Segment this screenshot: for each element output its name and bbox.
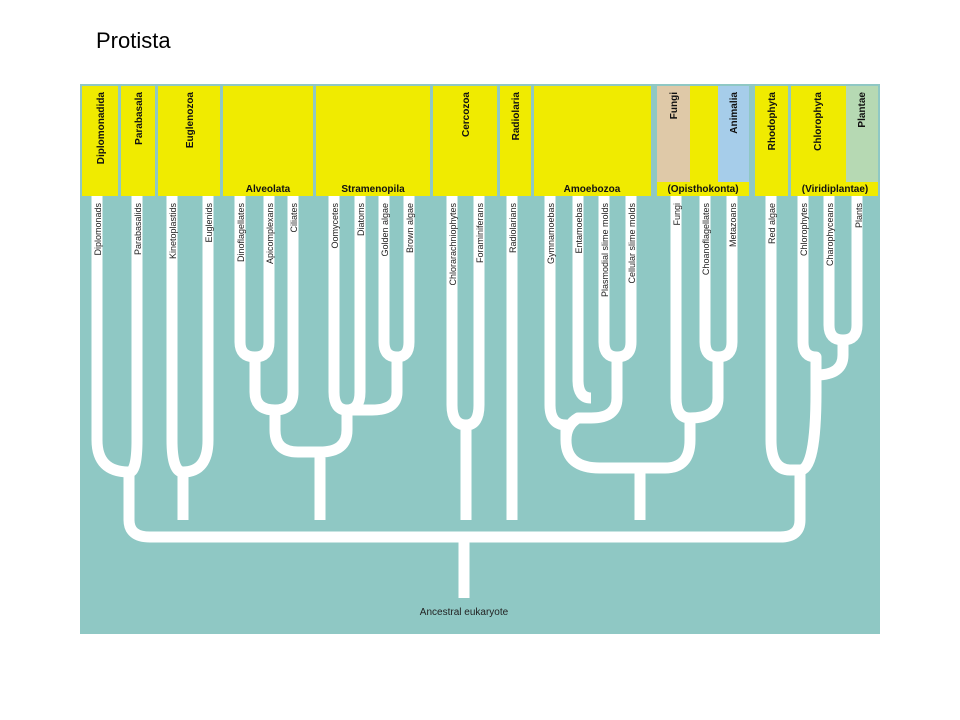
taxon-label-apicomplexans: Apicomplexans	[265, 203, 275, 265]
branch-plants	[842, 196, 863, 346]
group-panel-opisthokonta-band	[657, 182, 749, 196]
taxon-label-radiolarians: Radiolarians	[508, 203, 518, 254]
branch-amoeb-inner	[560, 397, 623, 441]
group-panel-viridiplantae-band	[791, 182, 878, 196]
taxon-label-red-algae: Red algae	[767, 203, 777, 244]
taxon-label-oomycetes: Oomycetes	[330, 203, 340, 249]
branch-alveolata-inner	[249, 391, 281, 430]
branch-alveolata-stem	[269, 429, 320, 458]
group-panel-fungi	[657, 86, 690, 182]
group-label-stramenopila: Stramenopila	[341, 184, 405, 195]
taxon-label-metazoans: Metazoans	[728, 203, 738, 248]
slide-title: Protista	[96, 28, 171, 53]
branch-apicomplexans	[254, 196, 275, 363]
branch-kinetoplastids	[166, 196, 189, 520]
branch-viri-stem	[798, 391, 822, 476]
branch-plasmodial	[598, 196, 623, 398]
taxon-label-golden-algae: Golden algae	[380, 203, 390, 257]
taxon-label-dinoflagellates: Dinoflagellates	[236, 203, 246, 263]
branch-chlorarachniophytes	[446, 196, 472, 520]
group-label-plantae: Plantae	[857, 92, 868, 128]
group-label-radiolaria: Radiolaria	[511, 92, 522, 141]
group-panel-cercozoa	[433, 86, 497, 196]
branch-choanoflagellates	[699, 196, 724, 398]
taxon-label-fungi: Fungi	[672, 203, 682, 226]
taxon-label-diatoms: Diatoms	[356, 203, 366, 237]
branch-opist-stem	[640, 439, 696, 474]
branch-cellular	[616, 196, 637, 363]
group-panel-rhodophyta	[755, 86, 788, 196]
taxon-label-euglenids: Euglenids	[204, 203, 214, 243]
branch-euglenids	[182, 196, 214, 478]
group-panel-amoebozoa	[534, 86, 651, 196]
branch-ciliates	[274, 196, 299, 416]
group-panel-plantae	[846, 86, 878, 182]
taxon-label-parabasalids: Parabasalids	[133, 203, 143, 256]
branch-foraminiferans	[465, 196, 485, 431]
branch-oomycetes	[328, 196, 353, 430]
group-label-fungi: Fungi	[669, 92, 680, 119]
group-label-cercozoa: Cercozoa	[461, 92, 472, 137]
taxon-label-plants: Plants	[854, 203, 864, 229]
taxon-label-foraminiferans: Foraminiferans	[475, 203, 485, 264]
taxon-label-gymnamoebas: Gymnamoebas	[546, 203, 556, 265]
branch-charophyceans	[823, 196, 849, 355]
group-panel-alveolata	[223, 86, 313, 196]
branch-golden-algae	[378, 196, 403, 392]
branch-stram-inner	[347, 391, 403, 416]
branch-opist-inner	[689, 397, 724, 424]
branch-brown-algae	[396, 196, 415, 363]
group-label-diplomonadida: Diplomonadida	[96, 92, 107, 165]
group-label-viridiplantae: (Viridiplantae)	[802, 184, 869, 195]
taxon-label-diplomonads: Diplomonads	[93, 203, 103, 256]
group-panel-stramenopila	[316, 86, 430, 196]
group-panel-chlorophyta	[791, 86, 846, 182]
group-label-chlorophyta: Chlorophyta	[813, 92, 824, 151]
branch-stram-stem	[314, 429, 353, 520]
group-panel-parabasala	[121, 86, 155, 196]
group-panel-choanoflagellates	[690, 86, 718, 182]
taxon-label-brown-algae: Brown algae	[405, 203, 415, 253]
group-label-rhodophyta: Rhodophyta	[767, 92, 778, 151]
group-label-alveolata: Alveolata	[246, 184, 291, 195]
branch-dinoflagellates	[234, 196, 261, 392]
group-panel-radiolaria	[500, 86, 531, 196]
group-label-animalia: Animalia	[729, 92, 740, 134]
tree-branches	[91, 196, 863, 598]
taxon-label-chlorarachniophytes: Chlorarachniophytes	[448, 203, 458, 286]
branch-metazoans	[717, 196, 738, 363]
taxon-label-ciliates: Ciliates	[289, 203, 299, 233]
group-label-amoebozoa: Amoebozoa	[564, 184, 621, 195]
group-label-euglenozoa: Euglenozoa	[185, 92, 196, 149]
branch-chlorophytes	[797, 196, 822, 392]
taxon-label-cellular-slime-molds: Cellular slime molds	[627, 203, 637, 284]
group-panel-animalia	[718, 86, 749, 182]
branch-red-algae	[765, 196, 806, 520]
group-label-opisthokonta: (Opisthokonta)	[667, 184, 738, 195]
taxon-label-entamoebas: Entamoebas	[574, 203, 584, 254]
root-label: Ancestral eukaryote	[420, 607, 509, 618]
taxon-label-chlorophytes: Chlorophytes	[799, 203, 809, 257]
group-panel-euglenozoa	[158, 86, 220, 196]
group-panel-diplomonadida	[82, 86, 118, 196]
branch-entamoebas	[572, 196, 592, 404]
branch-diplomonads	[91, 196, 135, 520]
group-label-parabasala: Parabasala	[134, 92, 145, 145]
branch-viri-inner	[815, 354, 849, 381]
taxon-label-kinetoplastids: Kinetoplastids	[168, 203, 178, 260]
branch-parabasalids	[127, 196, 143, 478]
taxon-label-charophyceans: Charophyceans	[825, 203, 835, 267]
branch-fungi	[670, 196, 696, 440]
taxon-label-plasmodial-slime-molds: Plasmodial slime molds	[600, 203, 610, 298]
taxon-label-choanoflagellates: Choanoflagellates	[701, 203, 711, 276]
branch-amoeb-stem	[560, 439, 646, 520]
